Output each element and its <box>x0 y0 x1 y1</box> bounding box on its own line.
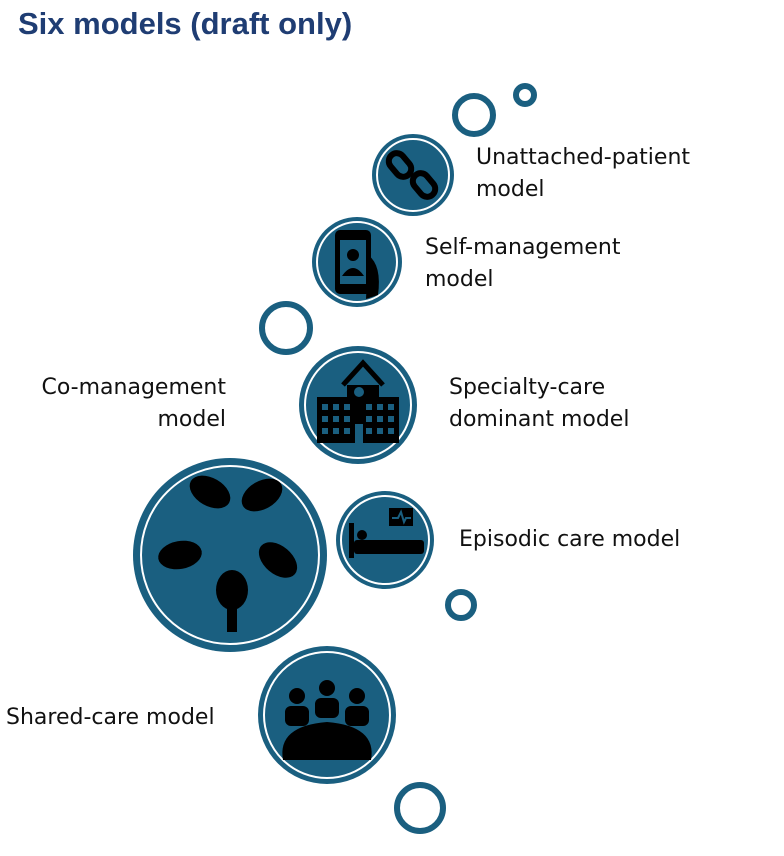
smartphone-person-icon <box>335 230 379 299</box>
self-management-circle <box>312 217 402 307</box>
episodic-circle <box>336 491 434 589</box>
page-title: Six models (draft only) <box>18 6 353 41</box>
patient-bed-monitor-icon <box>349 508 424 558</box>
decorative-ring <box>394 782 446 834</box>
hands-together-icon <box>158 475 298 632</box>
label-shared-care-model: Shared-care model <box>6 705 215 730</box>
decorative-ring <box>259 301 313 355</box>
label-specialty-care-dominant-model: Specialty-care dominant model <box>449 375 630 432</box>
label-unattached-patient-model: Unattached-patient model <box>476 145 691 202</box>
meeting-table-icon <box>282 680 372 760</box>
label-co-management-model: Co-management model <box>41 375 226 432</box>
specialty-care-circle <box>299 346 417 464</box>
co-management-circle <box>133 458 327 652</box>
decorative-ring <box>513 83 537 107</box>
label-self-management-model: Self-management model <box>425 235 621 292</box>
hospital-icon <box>317 359 399 443</box>
label-episodic-care-model: Episodic care model <box>459 527 681 552</box>
unattached-circle <box>372 134 454 216</box>
decorative-ring <box>445 589 477 621</box>
chain-link-icon <box>385 150 439 200</box>
decorative-ring <box>452 93 496 137</box>
shared-care-circle <box>258 646 396 784</box>
